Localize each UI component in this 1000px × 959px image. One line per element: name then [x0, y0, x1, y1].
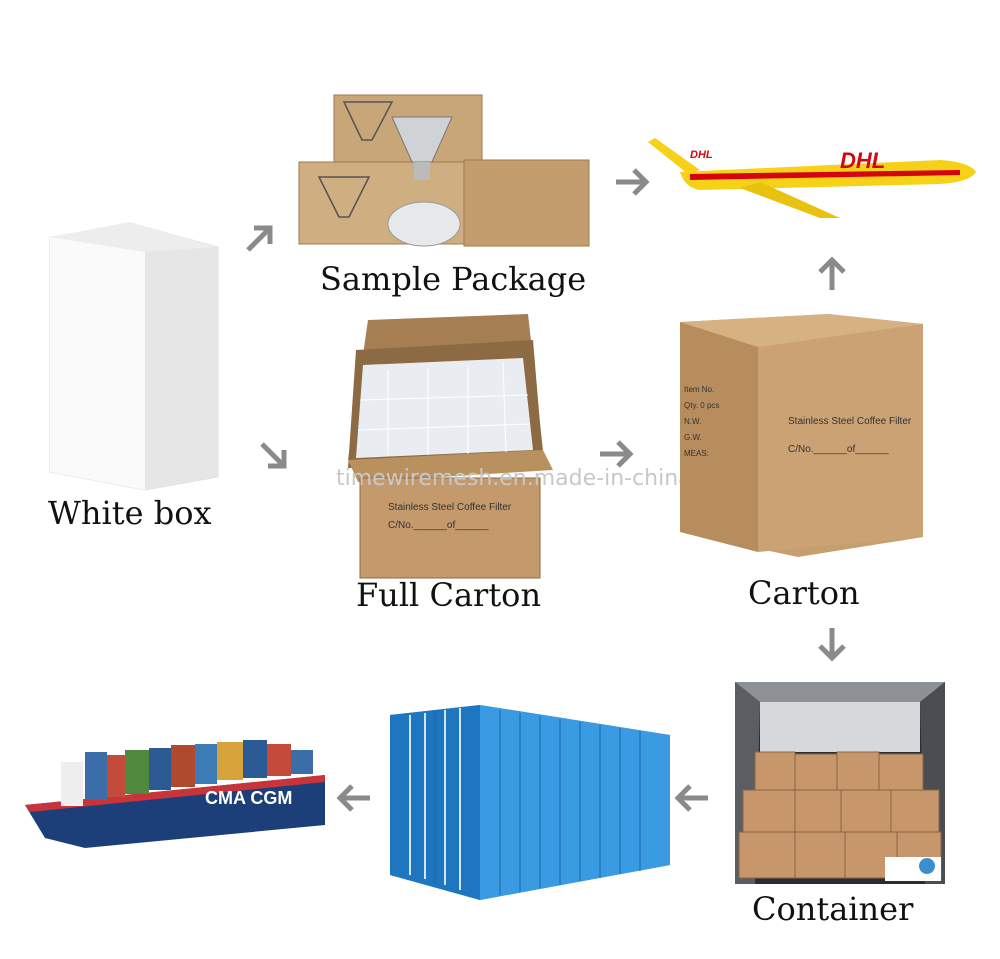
arrow-carton-to-container	[812, 624, 852, 664]
watermark-text: timewiremesh.en.made-in-china.com	[336, 466, 746, 491]
label-full-carton: Full Carton	[356, 576, 542, 614]
carton-gw-text: G.W.	[684, 433, 702, 442]
label-white-box: White box	[48, 494, 212, 532]
carton-qty-text: Qty. 0 pcs	[684, 401, 719, 410]
carton-nw-text: N.W.	[684, 417, 701, 426]
arrow-full-to-carton	[596, 434, 636, 474]
white-box-image	[40, 222, 230, 492]
label-carton: Carton	[748, 574, 860, 612]
svg-text:DHL: DHL	[690, 149, 713, 161]
carton-meas-text: MEAS:	[684, 449, 709, 458]
shipping-container-image	[390, 705, 672, 900]
arrow-white-to-full	[254, 436, 294, 476]
label-sample-package: Sample Package	[320, 260, 587, 298]
carton-cno-text: C/No.______of______	[788, 444, 889, 455]
arrow-white-to-sample	[240, 218, 280, 258]
carton-product-text: Stainless Steel Coffee Filter	[788, 416, 912, 427]
arrow-carton-to-plane	[812, 254, 852, 294]
full-carton-cno-text: C/No.______of______	[388, 520, 489, 531]
sample-package-image	[294, 92, 594, 248]
plane-dhl-text: DHL	[840, 148, 885, 173]
carton-image: Stainless Steel Coffee Filter C/No._____…	[678, 312, 930, 558]
full-carton-product-text: Stainless Steel Coffee Filter	[388, 502, 512, 513]
ship-text: CMA CGM	[205, 788, 292, 808]
arrow-container-to-box	[672, 778, 712, 818]
cargo-ship-image: CMA CGM	[25, 730, 335, 850]
dhl-plane-image: DHL DHL	[640, 130, 980, 220]
container-interior-image	[735, 682, 945, 884]
label-container: Container	[752, 890, 914, 928]
full-carton-image: Stainless Steel Coffee Filter C/No._____…	[328, 310, 558, 585]
carton-item-no-text: Item No.	[684, 385, 714, 394]
arrow-sample-to-plane	[612, 162, 652, 202]
arrow-box-to-ship	[334, 778, 374, 818]
